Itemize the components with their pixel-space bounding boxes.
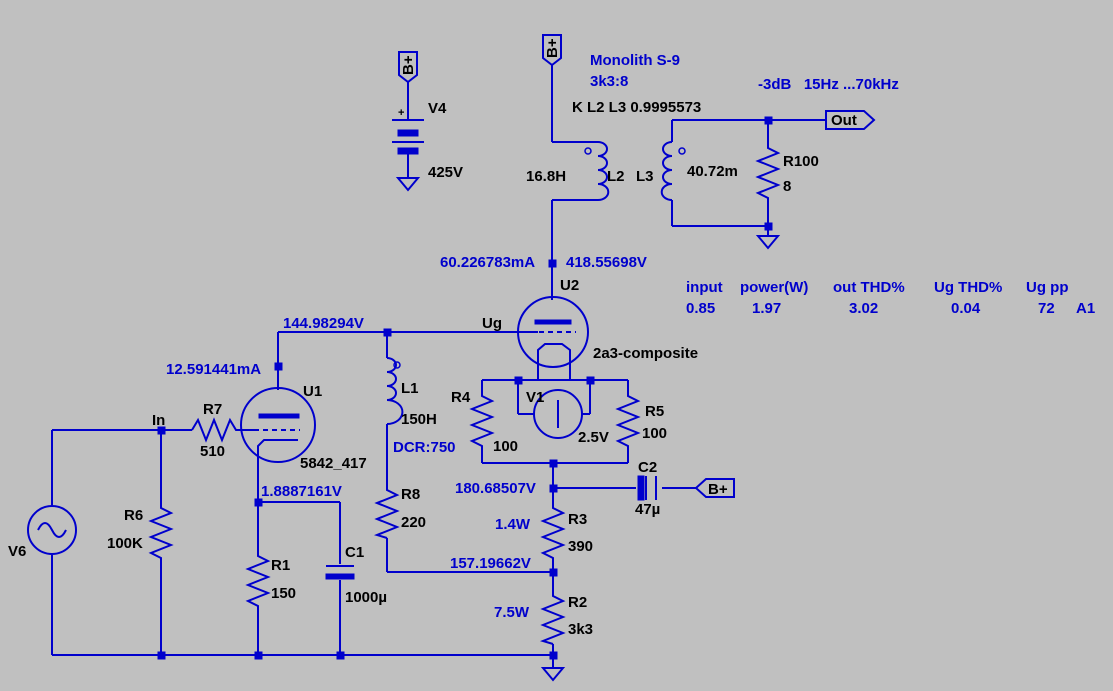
resistor-r7: R7 510 [191,401,240,460]
inductor-l3: L3 40.72m [636,141,738,201]
results-value-out-thd: 3.02 [849,300,878,317]
resistor-r100: R100 8 [755,140,819,204]
bplus-flag-top: B+ [542,34,562,67]
l3-value: 40.72m [687,163,738,180]
coupling-directive: K L2 L3 0.9995573 [572,99,701,116]
c2-name: C2 [638,459,657,476]
svg-text:+: + [398,107,404,119]
results-header-power: power(W) [740,279,808,296]
r100-name: R100 [783,153,819,170]
r100-value: 8 [783,178,791,195]
transformer-model: Monolith S-9 [590,52,680,69]
r6-value: 100K [107,535,143,552]
resistor-r4: R4 100 [451,388,518,458]
u2-plate-reading: 418.55698V [566,254,647,271]
results-header-out-thd: out THD% [833,279,905,296]
u2-cathode-reading: 180.68507V [455,480,536,497]
bplus-flag-right-label: B+ [708,481,728,498]
triode-u1: U1 5842_417 [240,383,367,472]
ground-l3-icon [755,235,781,250]
capacitor-c1: C1 1000µ [325,544,387,606]
r2-power: 7.5W [494,604,530,621]
r7-value: 510 [200,443,225,460]
c2-value: 47µ [635,501,660,518]
transformer-ratio: 3k3:8 [590,73,628,90]
r8-value: 220 [401,514,426,531]
results-table: input power(W) out THD% Ug THD% Ug pp 0.… [686,279,1095,317]
u1-model: 5842_417 [300,455,367,472]
l1-value: 150H [401,411,437,428]
c1-value: 1000µ [345,589,387,606]
inductor-l2: 16.8H L2 [526,141,625,201]
in-net-label: In [152,412,165,429]
ground-main-icon [540,667,566,682]
r5-value: 100 [642,425,667,442]
results-value-input: 0.85 [686,300,715,317]
grid-node-reading: 144.98294V [283,315,364,332]
u1-cathode-reading: 1.8887161V [261,483,342,500]
resistor-r1: R1 150 [245,548,296,612]
u1-current-reading: 12.591441mA [166,361,261,378]
triode-u2: U2 2a3-composite [517,277,698,368]
l3-name: L3 [636,168,654,185]
results-value-class: A1 [1076,300,1095,317]
v4-value: 425V [428,164,463,181]
resistor-r8: R8 220 [373,482,426,539]
u2-model: 2a3-composite [593,345,698,362]
resistor-r2: R2 3k3 7.5W [494,590,593,645]
u1-name: U1 [303,383,322,400]
u2-name: U2 [560,277,579,294]
battery-v4: B+ + V4 425V [392,51,463,192]
r7-name: R7 [203,401,222,418]
r6-name: R6 [124,507,143,524]
l2-value: 16.8H [526,168,566,185]
c1-name: C1 [345,544,364,561]
r4-name: R4 [451,389,471,406]
source-v6: V6 [8,505,77,560]
source-v1: V1 2.5V [526,389,609,446]
bplus-flag-right: B+ [694,478,735,498]
results-header-input: input [686,279,723,296]
capacitor-c2: C2 47µ [635,459,660,518]
bplus-flag-top-label: B+ [544,38,561,58]
l1-name: L1 [401,380,419,397]
results-value-ug-thd: 0.04 [951,300,981,317]
wires [51,65,826,668]
out-label: Out [831,112,857,129]
v1-value: 2.5V [578,429,609,446]
results-header-ug-pp: Ug pp [1026,279,1069,296]
results-header-ug-thd: Ug THD% [934,279,1002,296]
out-flag: Out [825,110,876,130]
bplus-flag-v4-label: B+ [400,55,417,75]
r3-value: 390 [568,538,593,555]
v6-name: V6 [8,543,26,560]
u2-current-reading: 60.226783mA [440,254,535,271]
l1-dcr: DCR:750 [393,439,456,456]
inductor-l1: L1 150H DCR:750 [386,357,456,456]
r3-power: 1.4W [495,516,531,533]
resistor-r5: R5 100 [615,388,667,458]
operating-point-readings: 60.226783mA 418.55698V 144.98294V 12.591… [166,254,647,572]
bandwidth-note: -3dB 15Hz ...70kHz [758,76,899,93]
v4-name: V4 [428,100,447,117]
junction-dots [157,116,773,660]
v1-name: V1 [526,389,544,406]
results-value-power: 1.97 [752,300,781,317]
r2-node-reading: 157.19662V [450,555,531,572]
r3-name: R3 [568,511,587,528]
ug-net-label: Ug [482,315,502,332]
results-value-ug-pp: 72 [1038,300,1055,317]
r1-value: 150 [271,585,296,602]
l2-name: L2 [607,168,625,185]
resistor-r3: R3 390 1.4W [495,498,593,560]
r1-name: R1 [271,557,290,574]
r4-value: 100 [493,438,518,455]
resistor-r6: R6 100K [107,500,174,572]
r2-name: R2 [568,594,587,611]
r8-name: R8 [401,486,420,503]
r2-value: 3k3 [568,621,593,638]
r5-name: R5 [645,403,664,420]
